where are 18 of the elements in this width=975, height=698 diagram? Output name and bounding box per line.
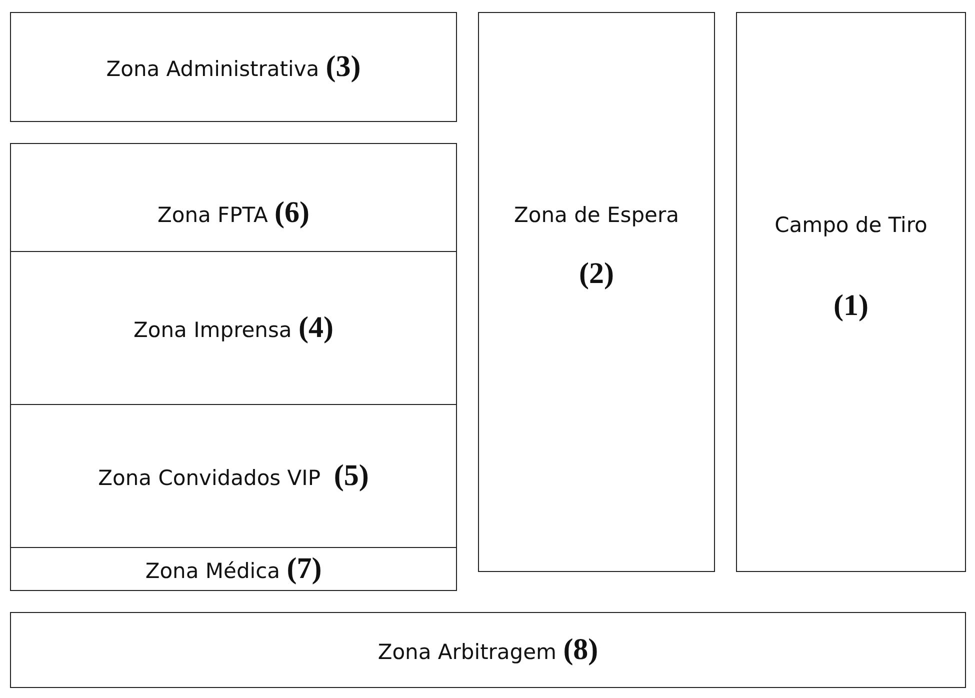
zone-label: Zona FPTA (6) bbox=[157, 194, 310, 230]
zone-label: Zona Médica (7) bbox=[145, 551, 322, 587]
zone-area bbox=[10, 251, 457, 405]
zone-label: (1) bbox=[834, 288, 868, 324]
zone-area bbox=[10, 612, 966, 688]
zone-label: (2) bbox=[579, 256, 614, 292]
zone-label: Zona Imprensa (4) bbox=[134, 310, 334, 346]
zone-area bbox=[478, 12, 715, 572]
zone-label: Zona Arbitragem (8) bbox=[378, 632, 598, 668]
zone-label: Campo de Tiro bbox=[774, 213, 928, 238]
zone-area bbox=[10, 404, 457, 548]
zone-label: Zona de Espera bbox=[514, 203, 679, 228]
zone-area bbox=[10, 143, 457, 252]
zone-area bbox=[736, 12, 966, 572]
zone-area bbox=[10, 12, 457, 122]
zone-label: Zona Administrativa (3) bbox=[106, 49, 361, 85]
zone-label: Zona Convidados VIP (5) bbox=[98, 458, 369, 494]
zone-area bbox=[10, 547, 457, 591]
